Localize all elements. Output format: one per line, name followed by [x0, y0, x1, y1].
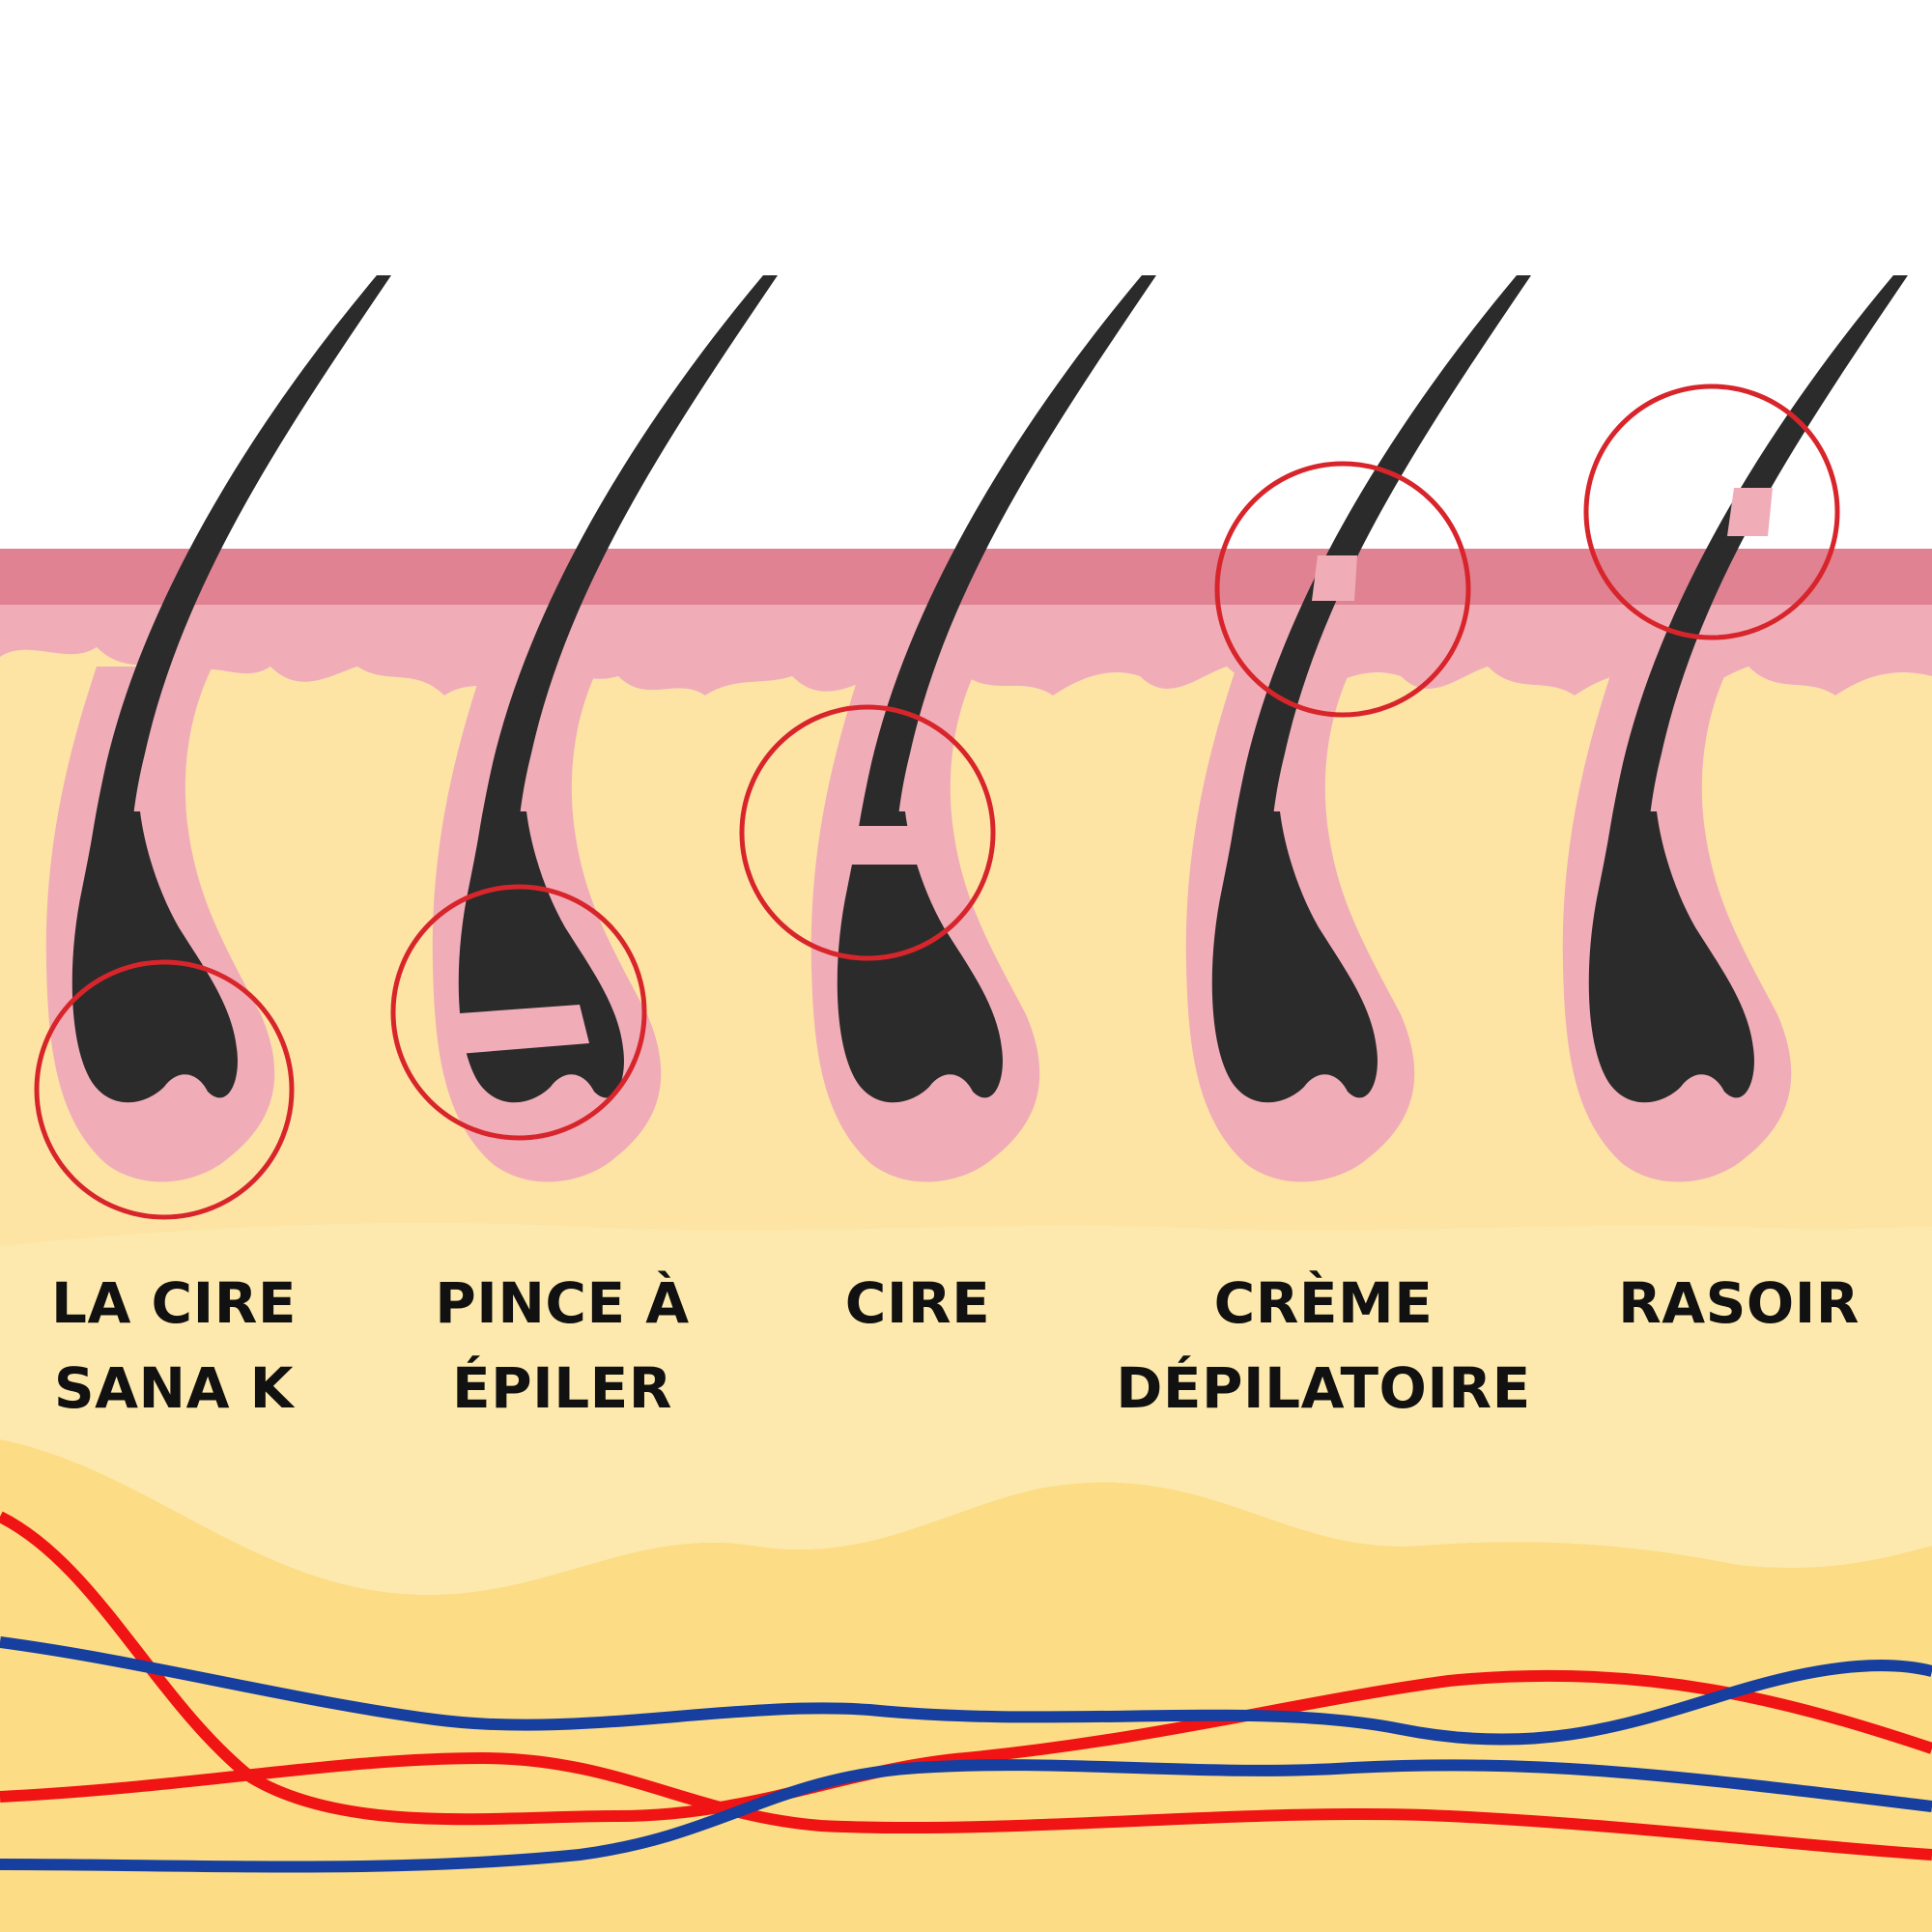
hair-follicle-sana-k: [45, 275, 391, 1182]
vein-vessel: [0, 1636, 1932, 1746]
method-label-line-2: ÉPILER: [452, 1355, 672, 1421]
hair-root-bulb: [837, 811, 1003, 1103]
method-label-pince: PINCE À ÉPILER: [417, 1261, 707, 1431]
cut-zone-marker: [739, 704, 996, 961]
method-label-sana-k: LA CIRE SANA K: [39, 1261, 309, 1431]
hair-root-bulb: [71, 811, 238, 1103]
artery-vessel: [0, 1751, 1932, 1861]
hair-follicle-rasoir: [1562, 275, 1908, 1182]
cut-zone-marker: [390, 884, 647, 1141]
vein-vessel: [0, 1759, 1932, 1873]
hair-cut-gap: [1312, 555, 1357, 601]
hair-cut-gap: [835, 826, 927, 865]
method-label-line-1: CRÈME: [1213, 1270, 1434, 1336]
hypodermis-layer: [0, 1439, 1932, 1932]
hair-root-bulb: [1211, 811, 1378, 1103]
method-label-line-1: RASOIR: [1618, 1270, 1860, 1336]
method-label-line-1: PINCE À: [435, 1270, 690, 1336]
method-label-cire: CIRE: [802, 1261, 1034, 1346]
method-label-line-1: CIRE: [844, 1270, 991, 1336]
cut-zone-marker: [1583, 384, 1840, 640]
hair-follicle-cire: [810, 275, 1156, 1182]
method-label-line-2: DÉPILATOIRE: [1116, 1355, 1531, 1421]
dermis-band: [0, 1223, 1932, 1595]
hair-cut-gap: [446, 1005, 589, 1055]
hair-cut-gap: [1727, 488, 1773, 536]
method-label-line-1: LA CIRE: [51, 1270, 297, 1336]
method-label-rasoir: RASOIR: [1604, 1261, 1874, 1346]
markers-group: [34, 384, 1840, 1220]
cut-zone-marker: [1214, 461, 1471, 718]
method-label-creme: CRÈME DÉPILATOIRE: [1092, 1261, 1555, 1431]
method-label-line-2: SANA K: [53, 1355, 295, 1421]
hair-follicle-creme: [1185, 275, 1531, 1182]
cut-zone-marker: [34, 959, 295, 1220]
hair-root-bulb: [1588, 811, 1754, 1103]
